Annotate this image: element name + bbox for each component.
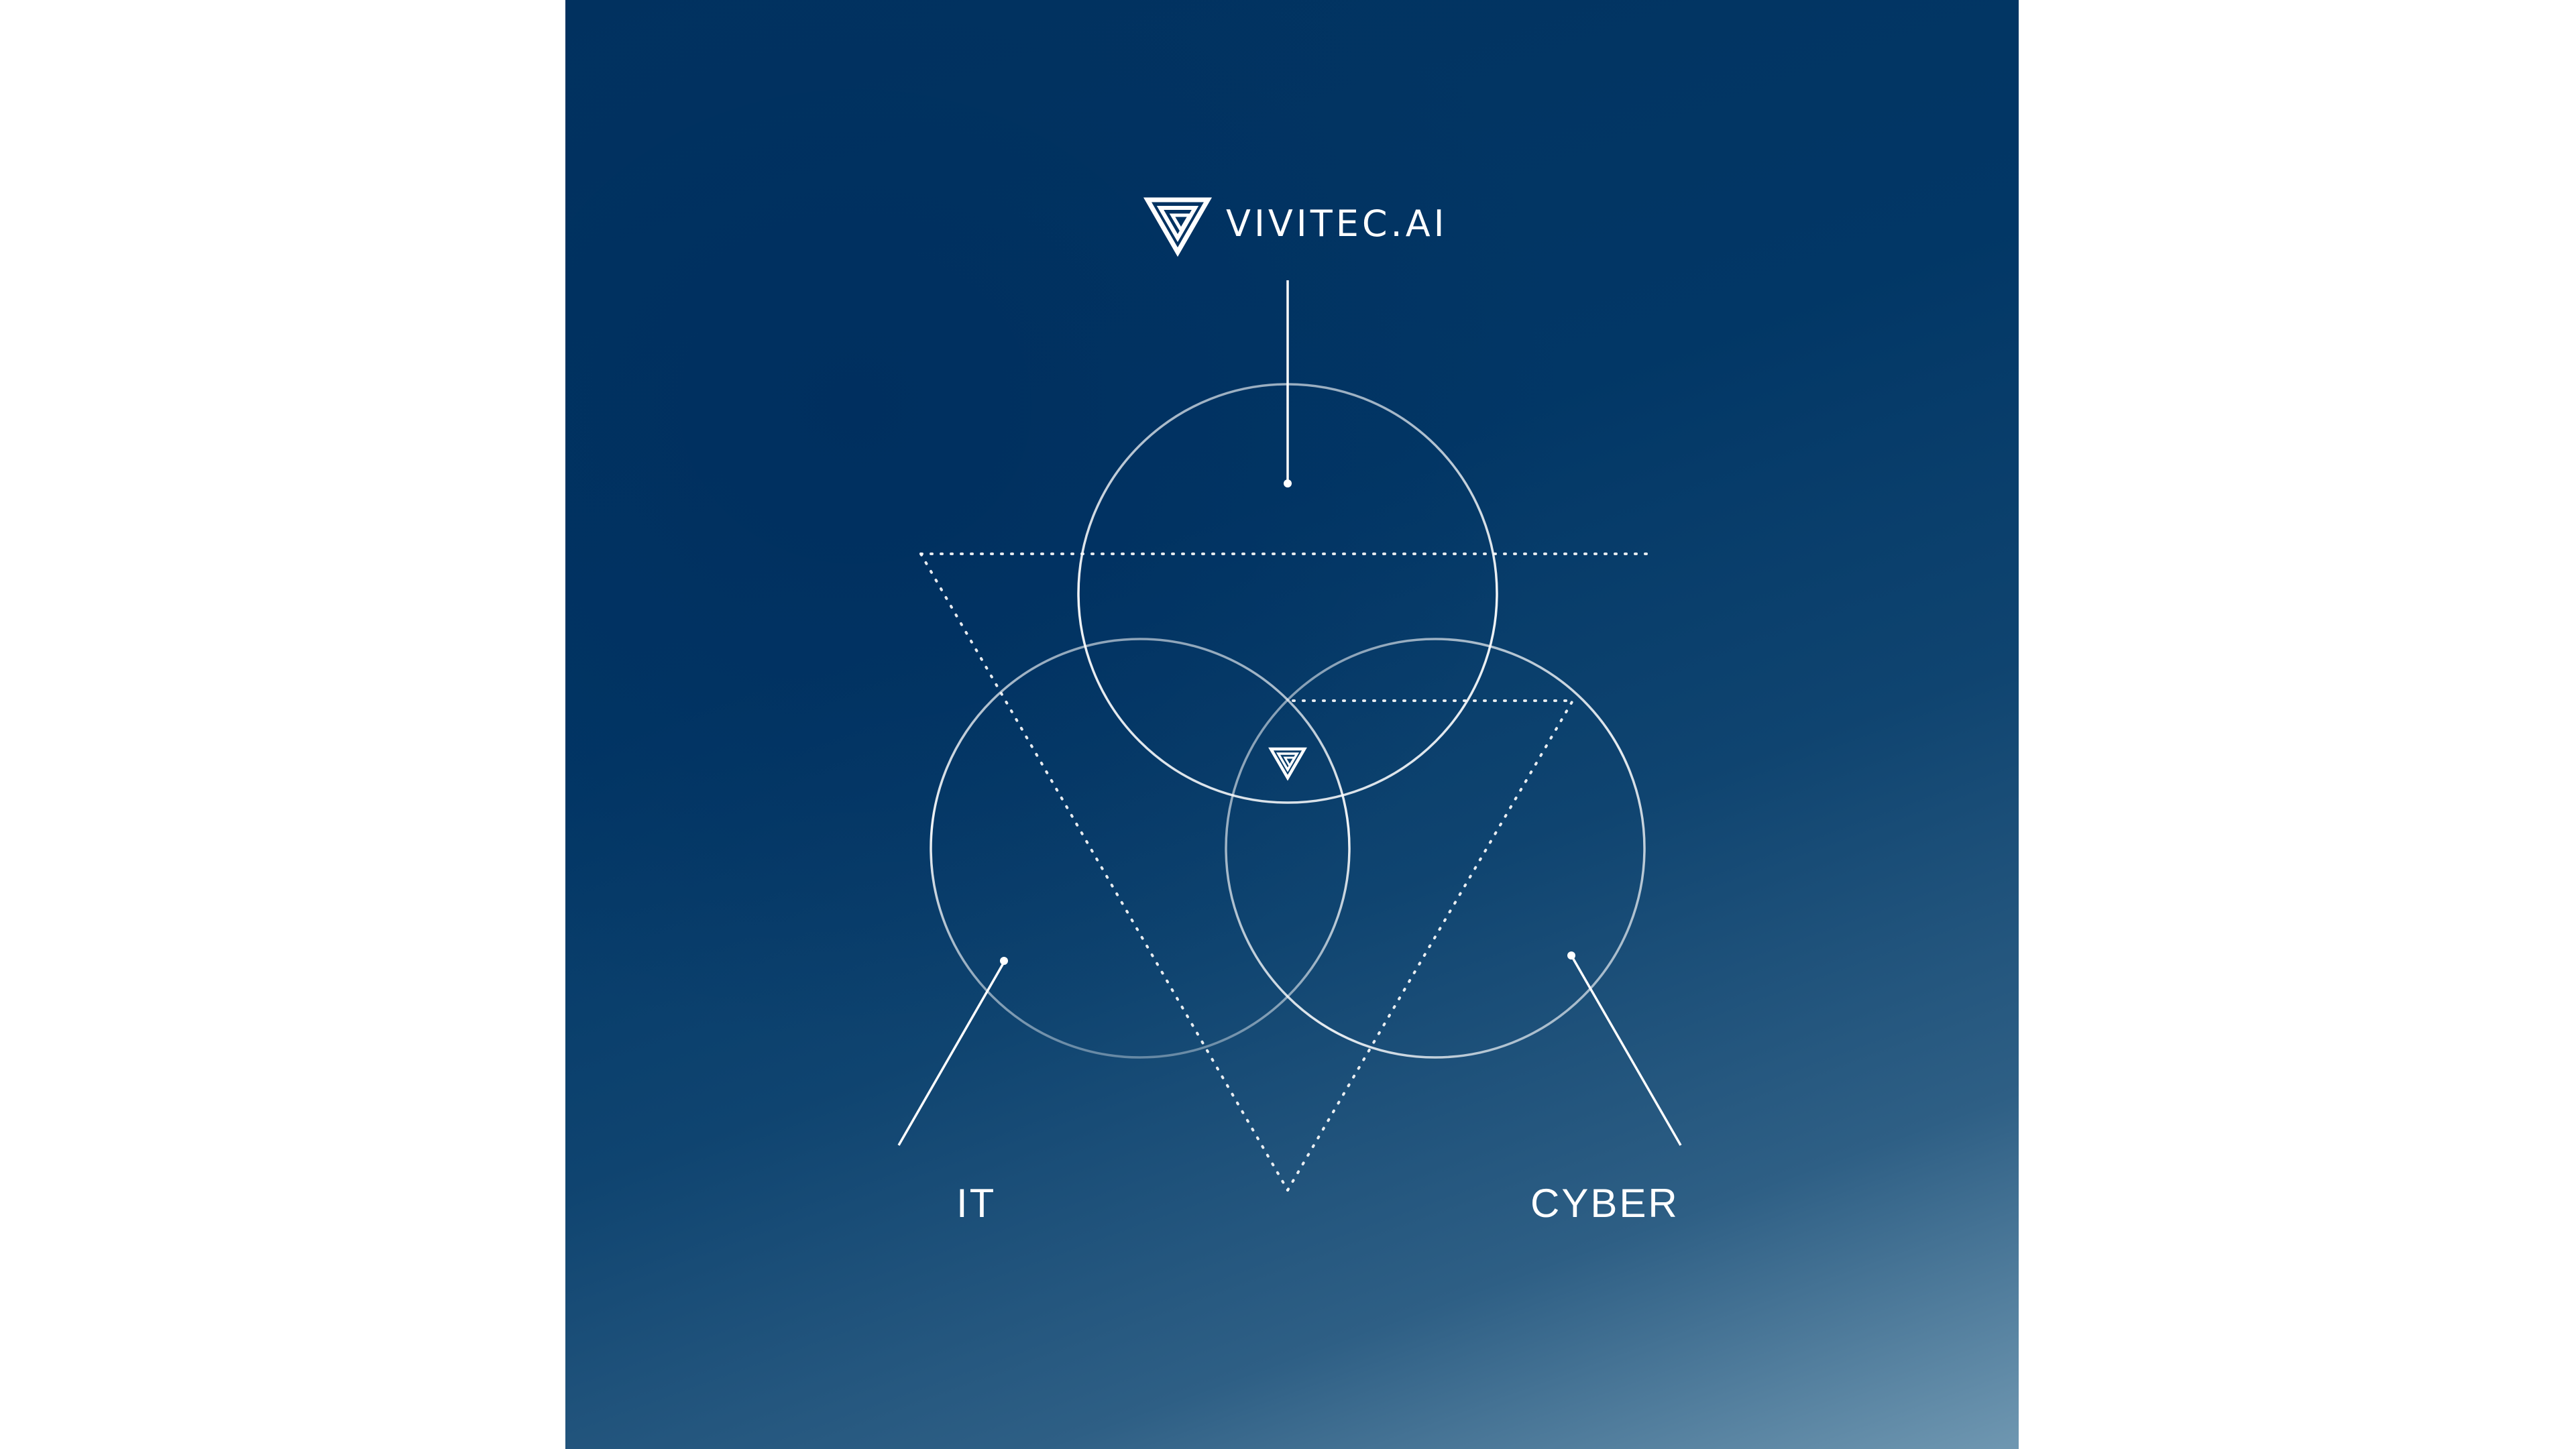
cyber-circle [1225, 638, 1646, 1059]
brand-name: VIVITEC.AI [1226, 202, 1448, 245]
it-circle [930, 638, 1351, 1059]
it-connector [897, 957, 1008, 1146]
vivitec-logo-icon [1143, 197, 1213, 257]
it-label: IT [956, 1181, 997, 1226]
venn-diagram [897, 197, 1682, 1192]
cyber-label: CYBER [1530, 1181, 1679, 1226]
vivitec-connector [1284, 280, 1292, 487]
center-logo-icon [1268, 747, 1307, 781]
cyber-connector [1567, 951, 1682, 1146]
diagram-panel: VIVITEC.AI IT CYBER [565, 0, 2019, 1449]
dotted-triangle-large [919, 553, 1648, 1192]
